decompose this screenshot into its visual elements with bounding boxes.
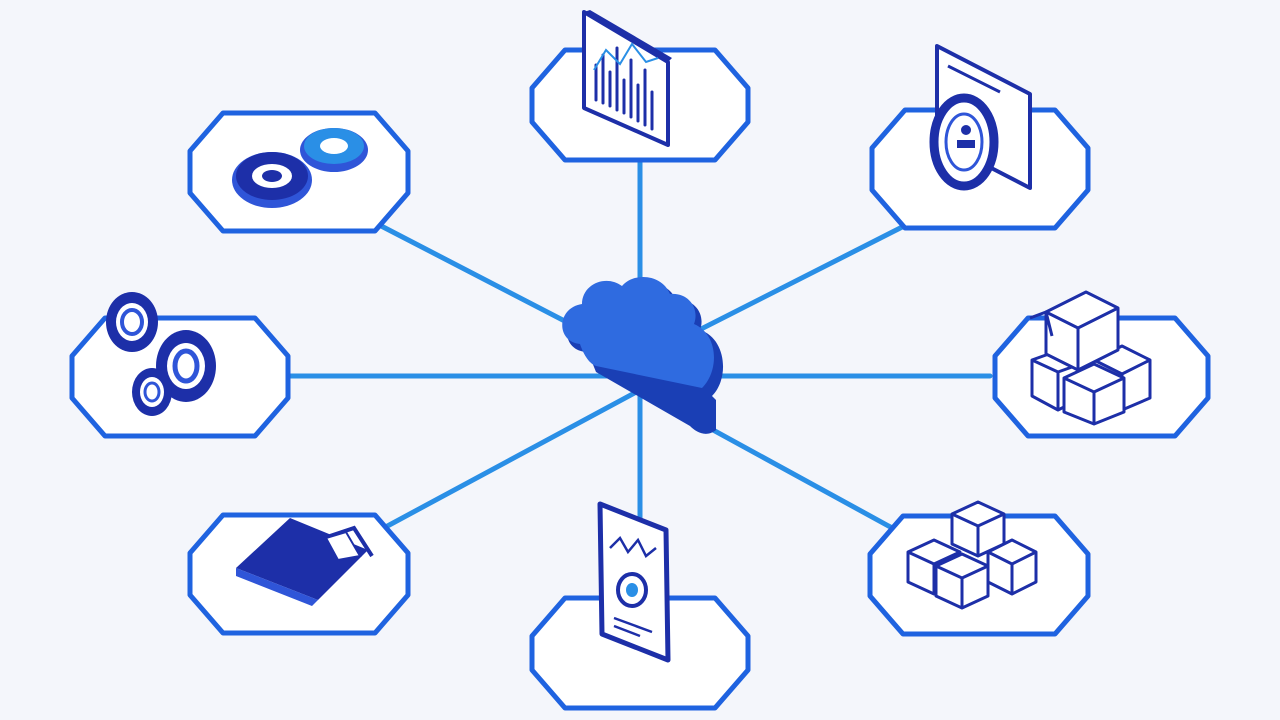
gear-right: [156, 330, 216, 402]
cog-small: [300, 128, 368, 172]
hex-node-bottom: [529, 595, 751, 711]
bar-chart-document-icon: [582, 10, 672, 147]
mobile-phone-icon: [597, 501, 671, 663]
gear-top: [106, 292, 158, 352]
gear-bottom: [132, 368, 172, 416]
gears-icon: [106, 292, 216, 416]
cog-large: [232, 152, 312, 208]
user-profile-document-icon: [929, 44, 1032, 191]
cloud-icon: [562, 276, 724, 434]
box-pyramid-icon: [906, 500, 1038, 610]
folder-icon: [236, 518, 374, 606]
stacked-boxes-icon: [1029, 290, 1152, 426]
connector-bottom-left: [377, 387, 643, 533]
cogs-icon: [232, 128, 368, 208]
